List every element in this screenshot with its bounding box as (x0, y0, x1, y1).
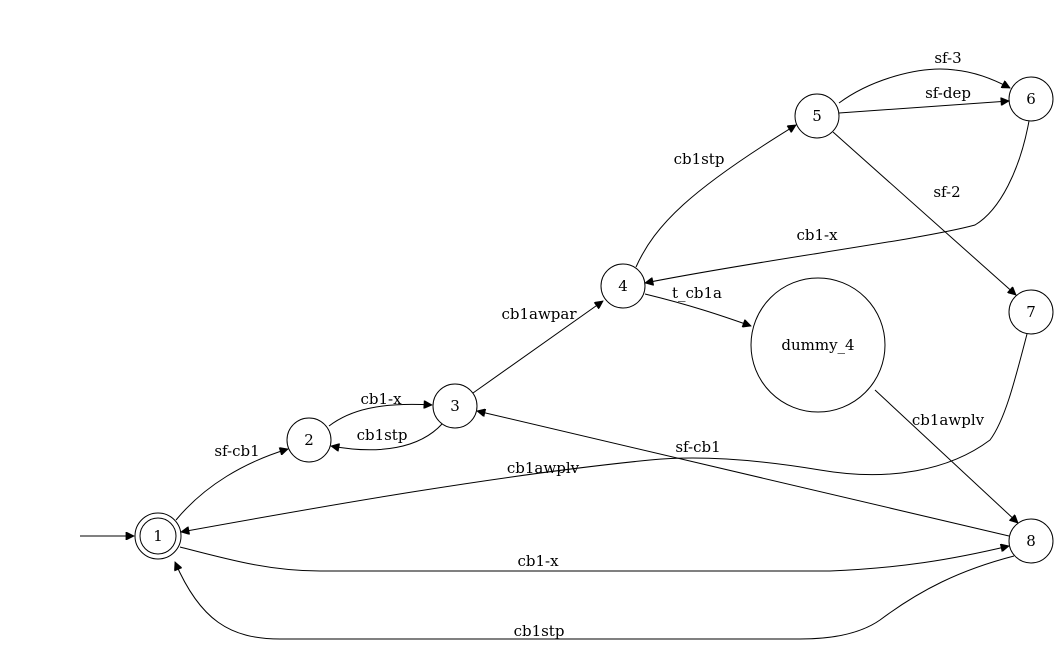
edge-1-to-2: sf-cb1 (175, 442, 288, 521)
edge-8-to-1: cb1stp (175, 555, 1015, 640)
edge-6-to-4: cb1-x (645, 120, 1030, 283)
edge-label: cb1stp (357, 426, 408, 444)
edge-label: cb1-x (360, 390, 402, 408)
edge-label: sf-cb1 (675, 438, 720, 456)
edge-label: sf-2 (933, 183, 960, 201)
edge-label: sf-dep (925, 84, 971, 102)
state-label: 8 (1026, 532, 1036, 550)
state-node-2: 2 (286, 417, 332, 463)
edge-5-to-6-sf-dep: sf-dep (838, 84, 1009, 114)
state-label: 2 (304, 431, 314, 449)
edge-dummy-4-to-8: cb1awplv (874, 389, 1018, 523)
state-node-8: 8 (1008, 518, 1054, 564)
state-node-1: 1 (134, 512, 182, 560)
edge-1-to-8: cb1-x (179, 546, 1009, 572)
edge-label: cb1awplv (507, 459, 580, 477)
edge-7-to-1: cb1awplv (181, 333, 1028, 532)
state-node-dummy-4: dummy_4 (750, 277, 886, 413)
state-label: 5 (812, 107, 822, 125)
edge-4-to-5: cb1stp (635, 125, 796, 268)
state-label: 3 (450, 397, 460, 415)
edge-3-to-4: cb1awpar (472, 301, 603, 394)
state-node-4: 4 (600, 263, 646, 309)
state-label: 7 (1026, 303, 1036, 321)
state-node-3: 3 (432, 383, 478, 429)
edge-5-to-6-sf-3: sf-3 (838, 49, 1010, 104)
edge-label: sf-cb1 (214, 442, 259, 460)
state-label: 4 (618, 277, 628, 295)
edge-label: cb1stp (674, 150, 725, 168)
edge-2-to-3: cb1-x (328, 390, 432, 427)
edge-label: cb1awplv (912, 411, 985, 429)
state-label: 6 (1026, 90, 1036, 108)
edge-label: cb1-x (517, 552, 559, 570)
state-node-7: 7 (1008, 289, 1054, 335)
state-label: dummy_4 (781, 336, 854, 354)
state-node-6: 6 (1008, 76, 1054, 122)
edge-label: t_cb1a (672, 284, 722, 302)
edge-4-to-dummy-4: t_cb1a (644, 284, 751, 326)
edge-label: cb1stp (514, 622, 565, 640)
edge-label: cb1awpar (501, 305, 577, 323)
edge-5-to-7: sf-2 (832, 131, 1016, 295)
edge-label: sf-3 (934, 49, 961, 67)
state-node-5: 5 (794, 93, 840, 139)
edge-label: cb1-x (796, 226, 838, 244)
accepting-ring (139, 517, 177, 555)
state-label: 1 (153, 527, 163, 545)
edge-3-to-2: cb1stp (331, 423, 443, 450)
edge-8-to-3: sf-cb1 (477, 411, 1010, 537)
